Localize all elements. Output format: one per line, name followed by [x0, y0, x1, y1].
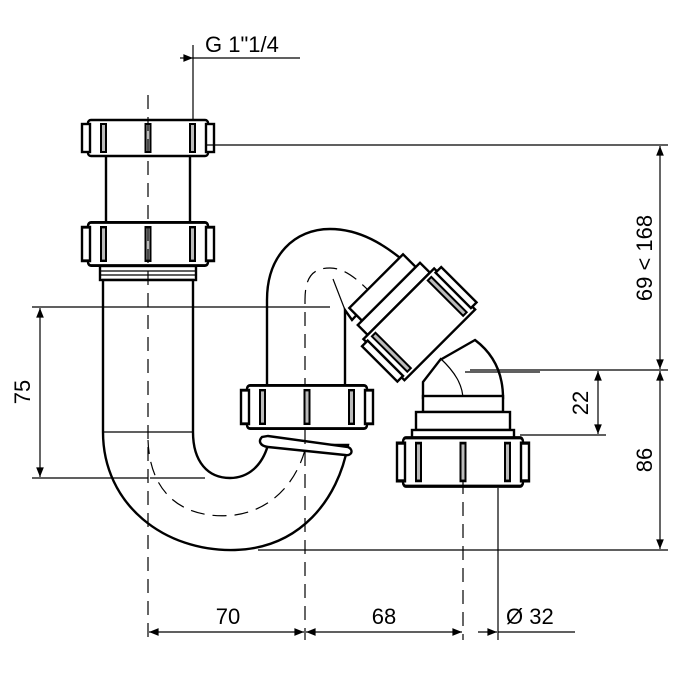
diameter-label: Ø 32 [506, 604, 554, 629]
thread-dimension: G 1"1/4 [180, 32, 300, 120]
outlet-elbow [395, 338, 540, 488]
width-right-label: 68 [372, 604, 396, 629]
width-dimensions: 70 68 Ø 32 [149, 604, 575, 636]
width-left-label: 70 [216, 604, 240, 629]
outlet-nut [395, 436, 531, 488]
outlet-height-label: 86 [632, 448, 657, 472]
u-trap [101, 278, 350, 552]
inlet-height-label: 75 [10, 380, 35, 404]
angled-fitting [347, 252, 479, 384]
inlet-height-dimension: 75 [10, 306, 330, 479]
height-dimensions: 69 < 168 86 22 [207, 144, 668, 551]
offset-label: 22 [568, 391, 593, 415]
o-ring [258, 434, 353, 457]
middle-nut [239, 383, 375, 431]
inverted-u-pipe [265, 227, 407, 394]
center-lines [147, 95, 499, 640]
thread-label: G 1"1/4 [205, 32, 279, 57]
height-range-label: 69 < 168 [632, 215, 657, 301]
